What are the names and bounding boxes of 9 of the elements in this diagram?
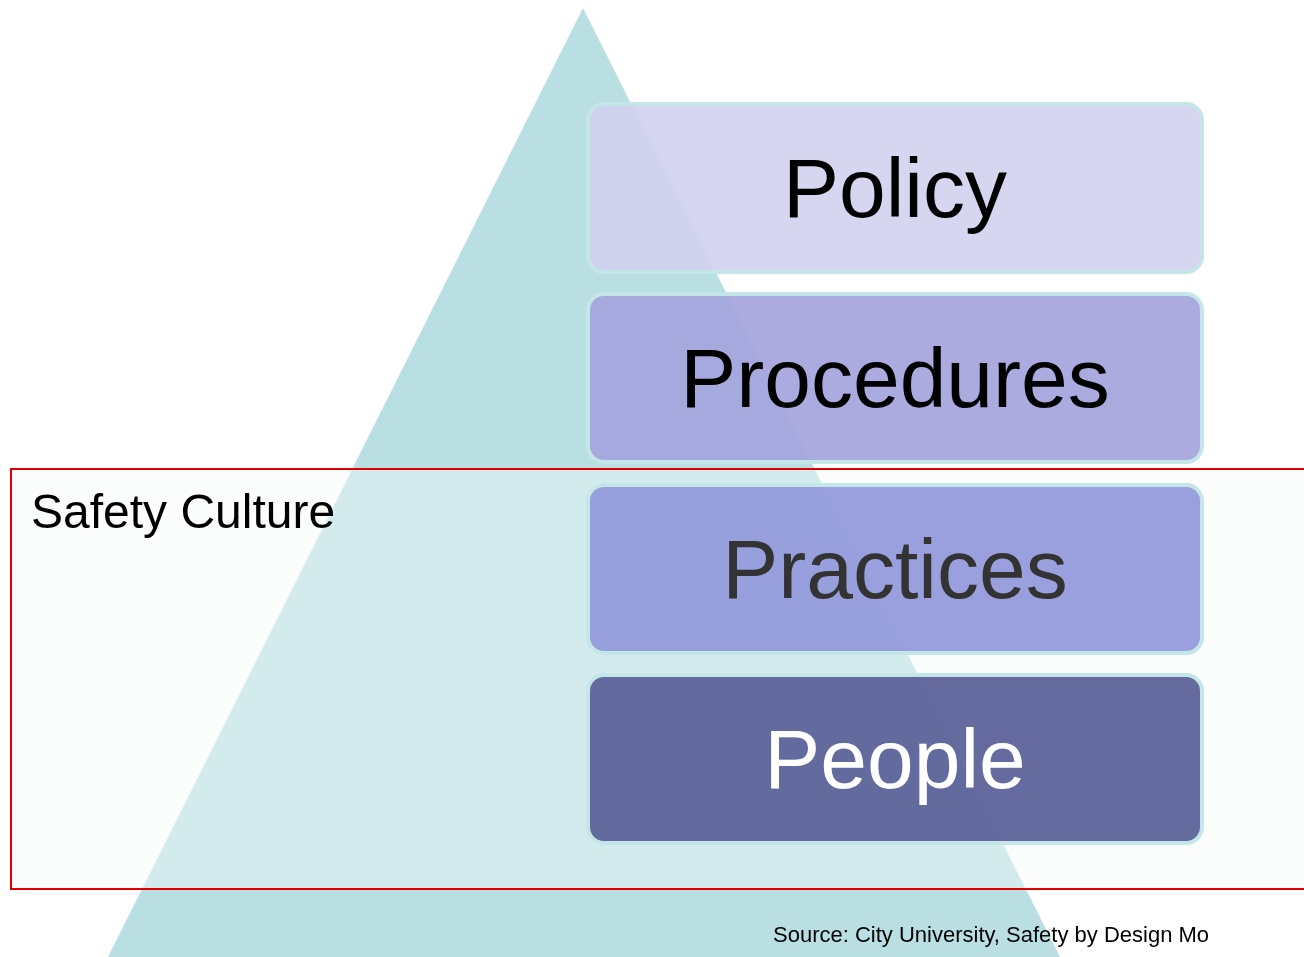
level-box: [586, 673, 1204, 845]
band-title: Safety Culture: [31, 484, 336, 539]
level-label: Practices: [722, 527, 1068, 611]
level-label: Procedures: [680, 336, 1110, 420]
source-note: Source: City University, Safety by Design Mo: [773, 922, 1210, 948]
level-box: [586, 102, 1204, 274]
level-box: [586, 483, 1204, 655]
highlight-band: [10, 468, 1304, 890]
level-box: [586, 292, 1204, 464]
